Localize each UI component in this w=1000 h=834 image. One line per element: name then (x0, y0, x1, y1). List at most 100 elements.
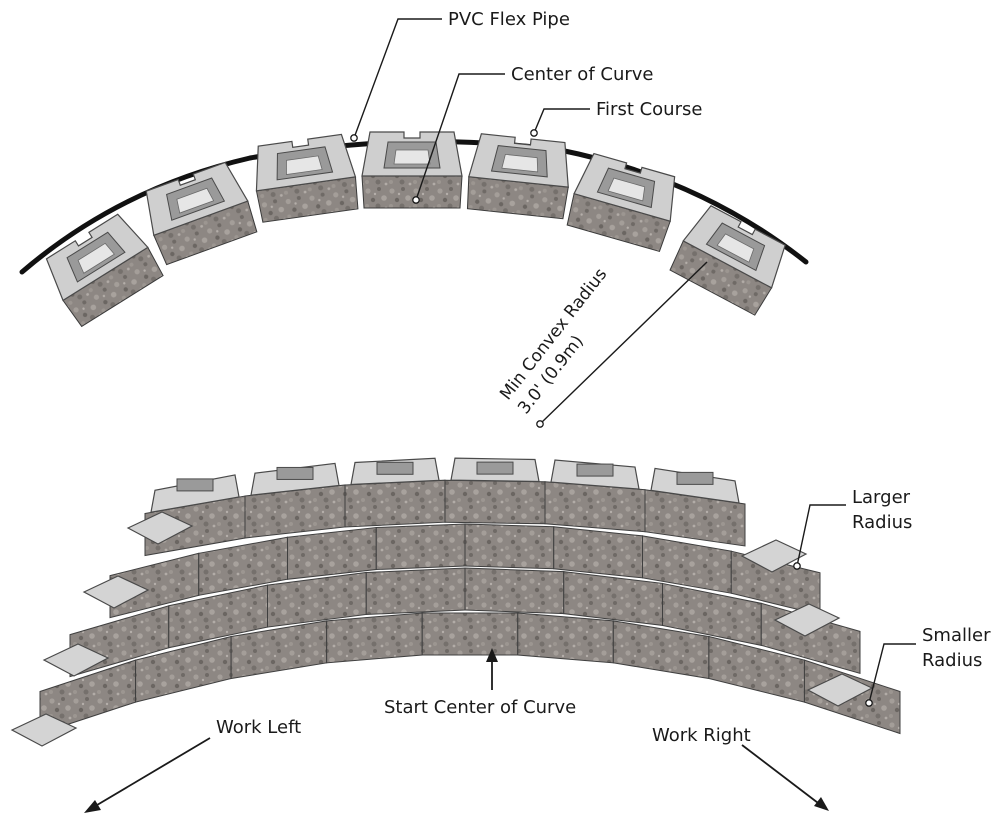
wall-block-face (517, 612, 614, 664)
wall-block-end (773, 603, 841, 637)
block-cavity-inner (176, 187, 215, 214)
wall-block (464, 523, 555, 570)
wall-block-face (464, 523, 555, 570)
arrow-head (486, 648, 498, 662)
block-cavity-inner (501, 153, 539, 173)
wall-block-face (563, 571, 663, 626)
wall-block-cavity (376, 461, 414, 475)
wall-block-face (421, 612, 519, 656)
pvc-flex-pipe-label: PVC Flex Pipe (448, 9, 570, 30)
wall-block-face (344, 479, 446, 528)
first-course-label: First Course (596, 99, 702, 120)
start-center-of-curve-label: Start Center of Curve (384, 697, 576, 718)
annotation-first-course: First Course (530, 99, 702, 137)
first-course-blocks (45, 131, 786, 328)
block-cavity-inner (393, 149, 431, 165)
block-cavity-inner (716, 233, 755, 263)
annotation-work-left: Work Left (84, 717, 301, 813)
wall-block-face (287, 526, 377, 580)
block-cavity-inner (286, 155, 323, 175)
arrow-head (84, 800, 101, 813)
wall-course (109, 523, 821, 619)
leader-dot-icon (536, 420, 544, 428)
wall-block-face (365, 567, 466, 616)
wall-block-cavity (676, 471, 714, 485)
leader-line (415, 73, 505, 201)
block-cavity-inner (77, 242, 115, 274)
wall-course (144, 457, 746, 557)
block (45, 213, 164, 328)
block (566, 152, 676, 253)
wall-block-end (42, 643, 110, 677)
leader-dot-icon (350, 134, 358, 142)
wall-block (375, 523, 466, 571)
wall-block (365, 567, 466, 616)
wall-block-face (544, 481, 646, 533)
wall-block-cavity (276, 466, 314, 480)
wall-block (464, 567, 565, 615)
wall-block (344, 479, 446, 528)
first-course-group (19, 131, 809, 328)
wall-block (444, 479, 546, 525)
wall-block (563, 571, 663, 626)
work-left-label: Work Left (216, 717, 301, 738)
wall-course (39, 612, 901, 735)
wall-block-top (150, 474, 240, 513)
wall-block-end (126, 511, 194, 545)
block-cavity-inner (607, 177, 646, 202)
leader-line (353, 18, 442, 139)
annotation-pvc-flex-pipe: PVC Flex Pipe (350, 9, 570, 142)
wall-block-cavity (576, 463, 614, 477)
wall-block-cavity (176, 478, 214, 492)
annotation-center-of-curve: Center of Curve (412, 64, 653, 204)
leader-dot-icon (793, 562, 801, 570)
wall-block (326, 612, 423, 664)
larger-radius-label-line2: Radius (852, 512, 912, 533)
wall-block (544, 481, 646, 533)
radius-line (539, 261, 708, 425)
larger-radius-label-line1: Larger (852, 487, 911, 508)
annotation-larger-radius: Larger Radius (793, 487, 912, 570)
wall-block (553, 526, 643, 579)
annotation-work-right: Work Right (652, 725, 829, 811)
wall-block-face (444, 479, 546, 525)
wall-block-end (806, 673, 874, 707)
wall-course (69, 567, 861, 678)
block (145, 161, 258, 266)
block-face (361, 175, 463, 209)
wall-block-end (82, 575, 150, 609)
wall-block (421, 612, 519, 656)
wall-block-face (553, 526, 643, 579)
wall-block-end (740, 539, 808, 573)
curved-wall (10, 457, 901, 747)
wall-block-end (10, 713, 78, 747)
arrow-icon (91, 737, 211, 809)
smaller-radius-label-line1: Smaller (922, 625, 991, 646)
block (361, 131, 463, 209)
leader-dot-icon (865, 699, 873, 707)
annotation-start-center: Start Center of Curve (384, 648, 576, 718)
arrow-icon (741, 744, 823, 807)
block (669, 205, 786, 316)
block (255, 133, 359, 223)
center-of-curve-label: Center of Curve (511, 64, 653, 85)
leader-dot-icon (530, 129, 538, 137)
arrow-head (814, 797, 829, 811)
smaller-radius-label-line2: Radius (922, 650, 982, 671)
wall-block (287, 526, 377, 580)
work-right-label: Work Right (652, 725, 751, 746)
wall-block-face (375, 523, 466, 571)
leader-dot-icon (412, 196, 420, 204)
block (466, 133, 569, 220)
wall-block-cavity (476, 461, 514, 475)
leader-line (533, 108, 590, 134)
wall-block-face (464, 567, 565, 615)
wall-block-face (326, 612, 423, 664)
annotation-min-convex-radius: Min Convex Radius 3.0' (0.9m) (496, 261, 708, 428)
annotation-smaller-radius: Smaller Radius (865, 625, 991, 707)
wall-block-top (650, 467, 740, 504)
leader-line (868, 643, 916, 704)
wall-block (517, 612, 614, 664)
leader-line (796, 504, 846, 567)
